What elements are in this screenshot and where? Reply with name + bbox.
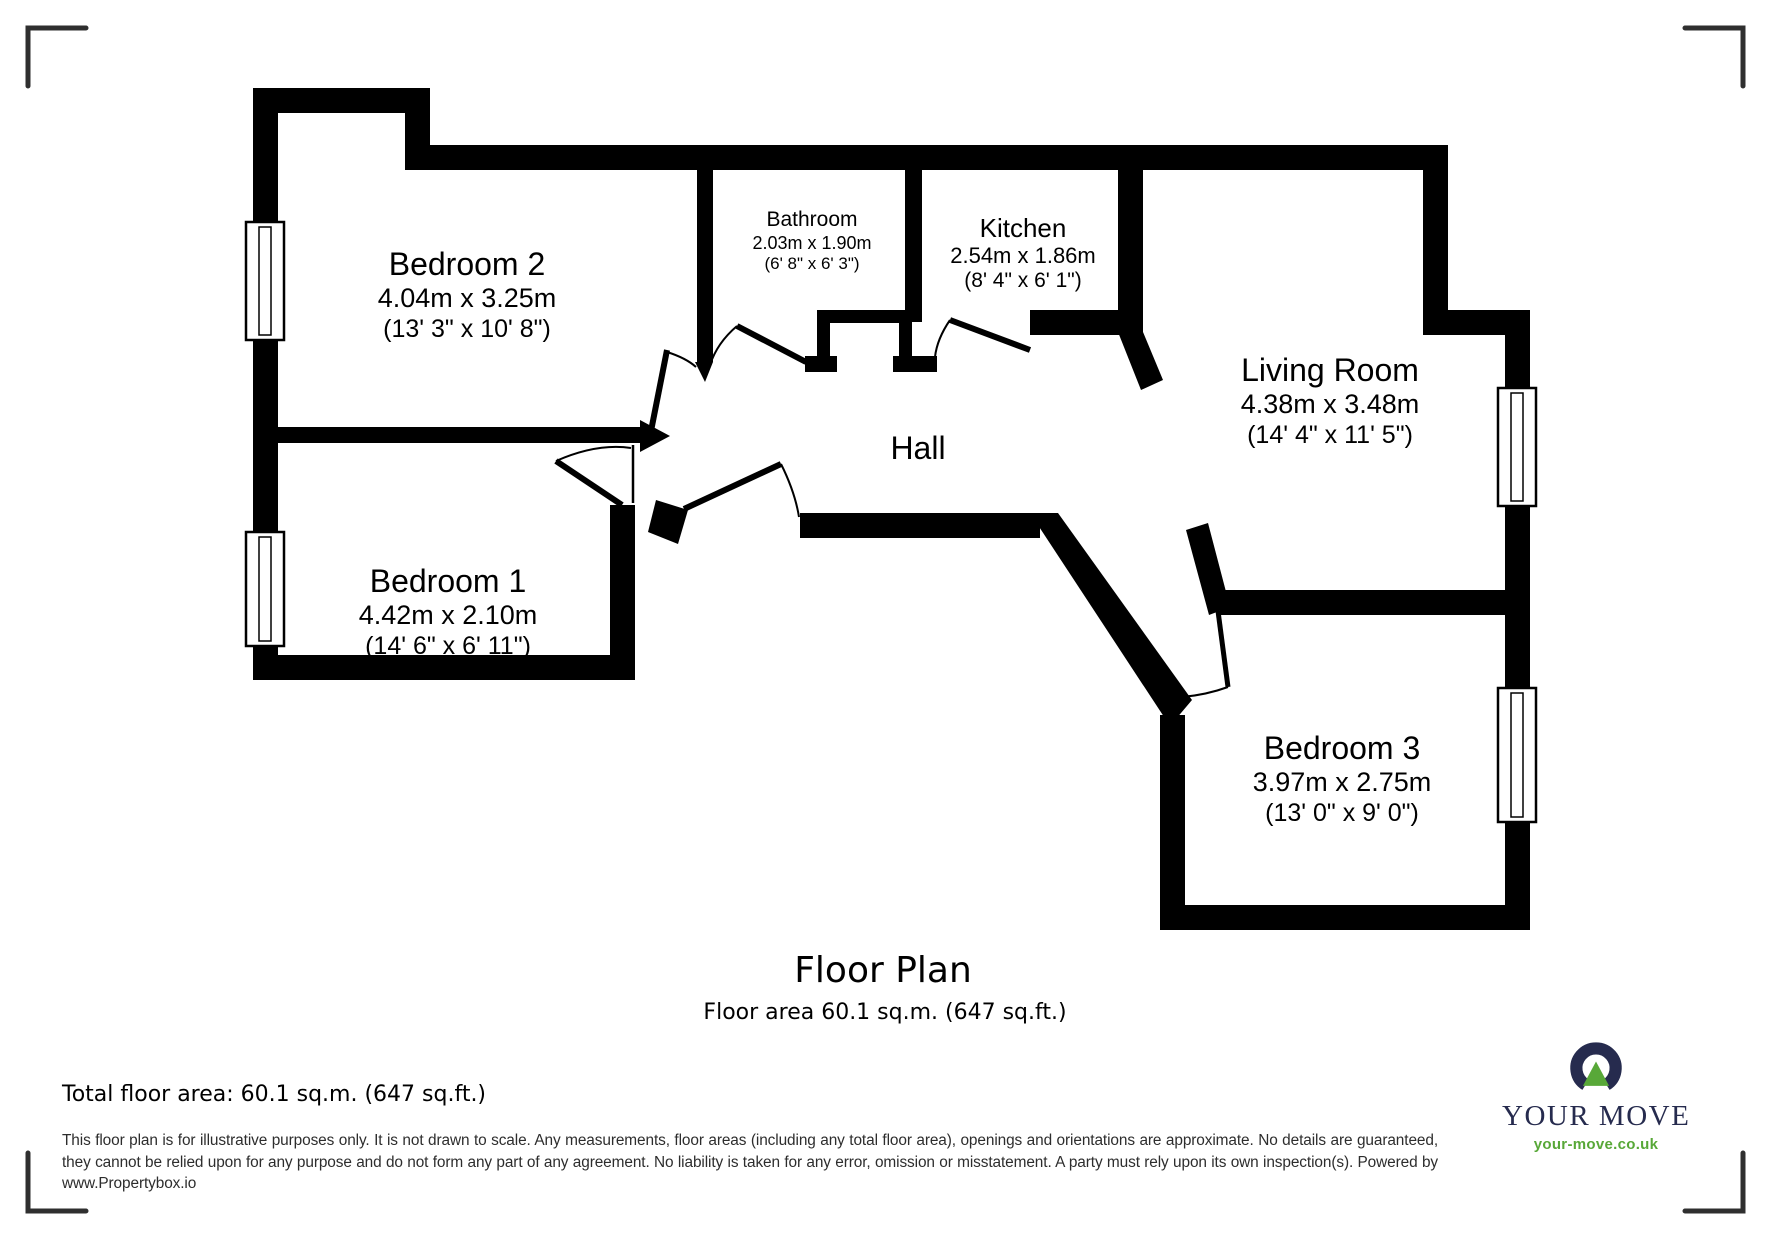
wall-segment — [253, 88, 430, 113]
wall-segment — [899, 310, 912, 360]
door-leaf-bathroom — [735, 323, 808, 365]
room-dimensions-imperial: (14' 4" x 11' 5") — [1247, 421, 1413, 450]
room-label-bedroom3: Bedroom 3 3.97m x 2.75m (13' 0" x 9' 0") — [1192, 730, 1492, 828]
room-dimensions-metric: 2.03m x 1.90m — [752, 232, 872, 253]
room-dimensions-imperial: (6' 8" x 6' 3") — [764, 253, 860, 273]
wall-segment — [817, 310, 830, 365]
wall-segment — [893, 356, 937, 372]
wall-segment — [1118, 170, 1143, 332]
wall-segment — [805, 356, 837, 372]
room-dimensions-imperial: (8' 4" x 6' 1") — [964, 269, 1082, 293]
wall-angled-jamb — [1118, 332, 1163, 390]
wall-segment — [697, 170, 713, 362]
total-floor-area: Total floor area: 60.1 sq.m. (647 sq.ft.… — [62, 1082, 487, 1107]
door-arc-bedroom1 — [555, 445, 632, 462]
corner-bracket-top-left — [25, 25, 89, 89]
room-dimensions-metric: 2.54m x 1.86m — [950, 243, 1096, 269]
wall-door-jamb — [695, 362, 713, 382]
door-leaf-entrance — [682, 461, 783, 512]
room-name: Hall — [890, 430, 946, 466]
wall-segment — [817, 310, 912, 323]
walls — [253, 88, 1530, 930]
wall-segment — [1423, 145, 1448, 335]
agency-name: YOUR MOVE — [1502, 1100, 1691, 1132]
room-dimensions-metric: 4.04m x 3.25m — [377, 283, 557, 314]
wall-segment — [1030, 310, 1133, 335]
room-name: Bathroom — [766, 208, 858, 231]
door-arc-bathroom — [709, 325, 738, 366]
wall-segment — [253, 88, 278, 223]
corner-brackets — [25, 25, 1746, 1214]
window-living-room — [1496, 386, 1538, 508]
window-sash — [1510, 692, 1524, 818]
agency-url: your-move.co.uk — [1533, 1136, 1659, 1153]
wall-segment — [1160, 715, 1185, 930]
corner-bracket-top-right — [1682, 25, 1746, 89]
room-label-hall: Hall — [843, 430, 993, 467]
room-label-bedroom2: Bedroom 2 4.04m x 3.25m (13' 3" x 10' 8"… — [317, 246, 617, 344]
door-leaf-bedroom2 — [648, 349, 670, 432]
plan-title: Floor Plan — [794, 950, 972, 991]
room-name: Bedroom 2 — [388, 246, 546, 282]
wall-segment — [253, 340, 278, 533]
window-sash — [258, 226, 272, 336]
wall-angled-jamb — [648, 500, 688, 544]
room-dimensions-imperial: (13' 3" x 10' 8") — [383, 315, 551, 344]
room-label-bathroom: Bathroom 2.03m x 1.90m (6' 8" x 6' 3") — [692, 208, 932, 273]
door-arc-kitchen — [934, 319, 951, 358]
logo-ring — [1570, 1042, 1622, 1090]
wall-segment — [1505, 310, 1530, 395]
room-name: Kitchen — [979, 213, 1067, 243]
window-bedroom2 — [244, 220, 286, 342]
door-arc-bedroom2 — [666, 351, 697, 368]
doors — [554, 317, 1231, 698]
room-label-living-room: Living Room 4.38m x 3.48m (14' 4" x 11' … — [1155, 352, 1505, 450]
wall-segment — [278, 427, 640, 443]
window-sash — [1510, 392, 1524, 502]
window-bedroom1 — [244, 530, 286, 648]
corner-bracket-bottom-right — [1682, 1150, 1746, 1214]
logo-triangle-icon — [1582, 1061, 1610, 1086]
door-arc-bedroom3 — [1181, 686, 1229, 698]
window-sash — [258, 536, 272, 642]
door-leaf-kitchen — [948, 317, 1032, 353]
room-dimensions-metric: 3.97m x 2.75m — [1252, 767, 1432, 798]
room-name: Bedroom 1 — [369, 563, 527, 599]
wall-segment — [1220, 590, 1530, 615]
your-move-logo-icon — [1570, 1042, 1622, 1090]
room-label-bedroom1: Bedroom 1 4.42m x 2.10m (14' 6" x 6' 11"… — [298, 563, 598, 661]
wall-segment — [405, 145, 1448, 170]
wall-angled-jamb — [1186, 523, 1230, 615]
window-bedroom3 — [1496, 686, 1538, 824]
wall-segment — [800, 513, 1040, 538]
room-name: Bedroom 3 — [1263, 730, 1421, 766]
room-dimensions-imperial: (14' 6" x 6' 11") — [365, 632, 531, 661]
door-leaf-bedroom3 — [1215, 610, 1231, 688]
wall-segment — [253, 655, 635, 680]
wall-segment — [1160, 905, 1530, 930]
room-label-kitchen: Kitchen 2.54m x 1.86m (8' 4" x 6' 1") — [898, 213, 1148, 294]
wall-segment — [610, 505, 635, 680]
wall-diagonal-hall — [1030, 513, 1192, 726]
plan-subtitle: Floor area 60.1 sq.m. (647 sq.ft.) — [703, 1000, 1067, 1025]
door-leaf-bedroom1 — [554, 458, 624, 508]
room-name: Living Room — [1241, 352, 1419, 388]
wall-segment — [905, 170, 922, 322]
corner-bracket-bottom-left — [25, 1150, 89, 1214]
room-dimensions-metric: 4.42m x 2.10m — [358, 600, 538, 631]
windows — [244, 220, 1538, 824]
disclaimer-text: This floor plan is for illustrative purp… — [62, 1132, 1438, 1192]
room-dimensions-imperial: (13' 0" x 9' 0") — [1265, 799, 1419, 828]
wall-door-jamb — [640, 420, 670, 452]
room-dimensions-metric: 4.38m x 3.48m — [1240, 389, 1420, 420]
agency-logo: YOUR MOVE your-move.co.uk — [1502, 1040, 1690, 1153]
door-arc-entrance — [780, 463, 800, 518]
